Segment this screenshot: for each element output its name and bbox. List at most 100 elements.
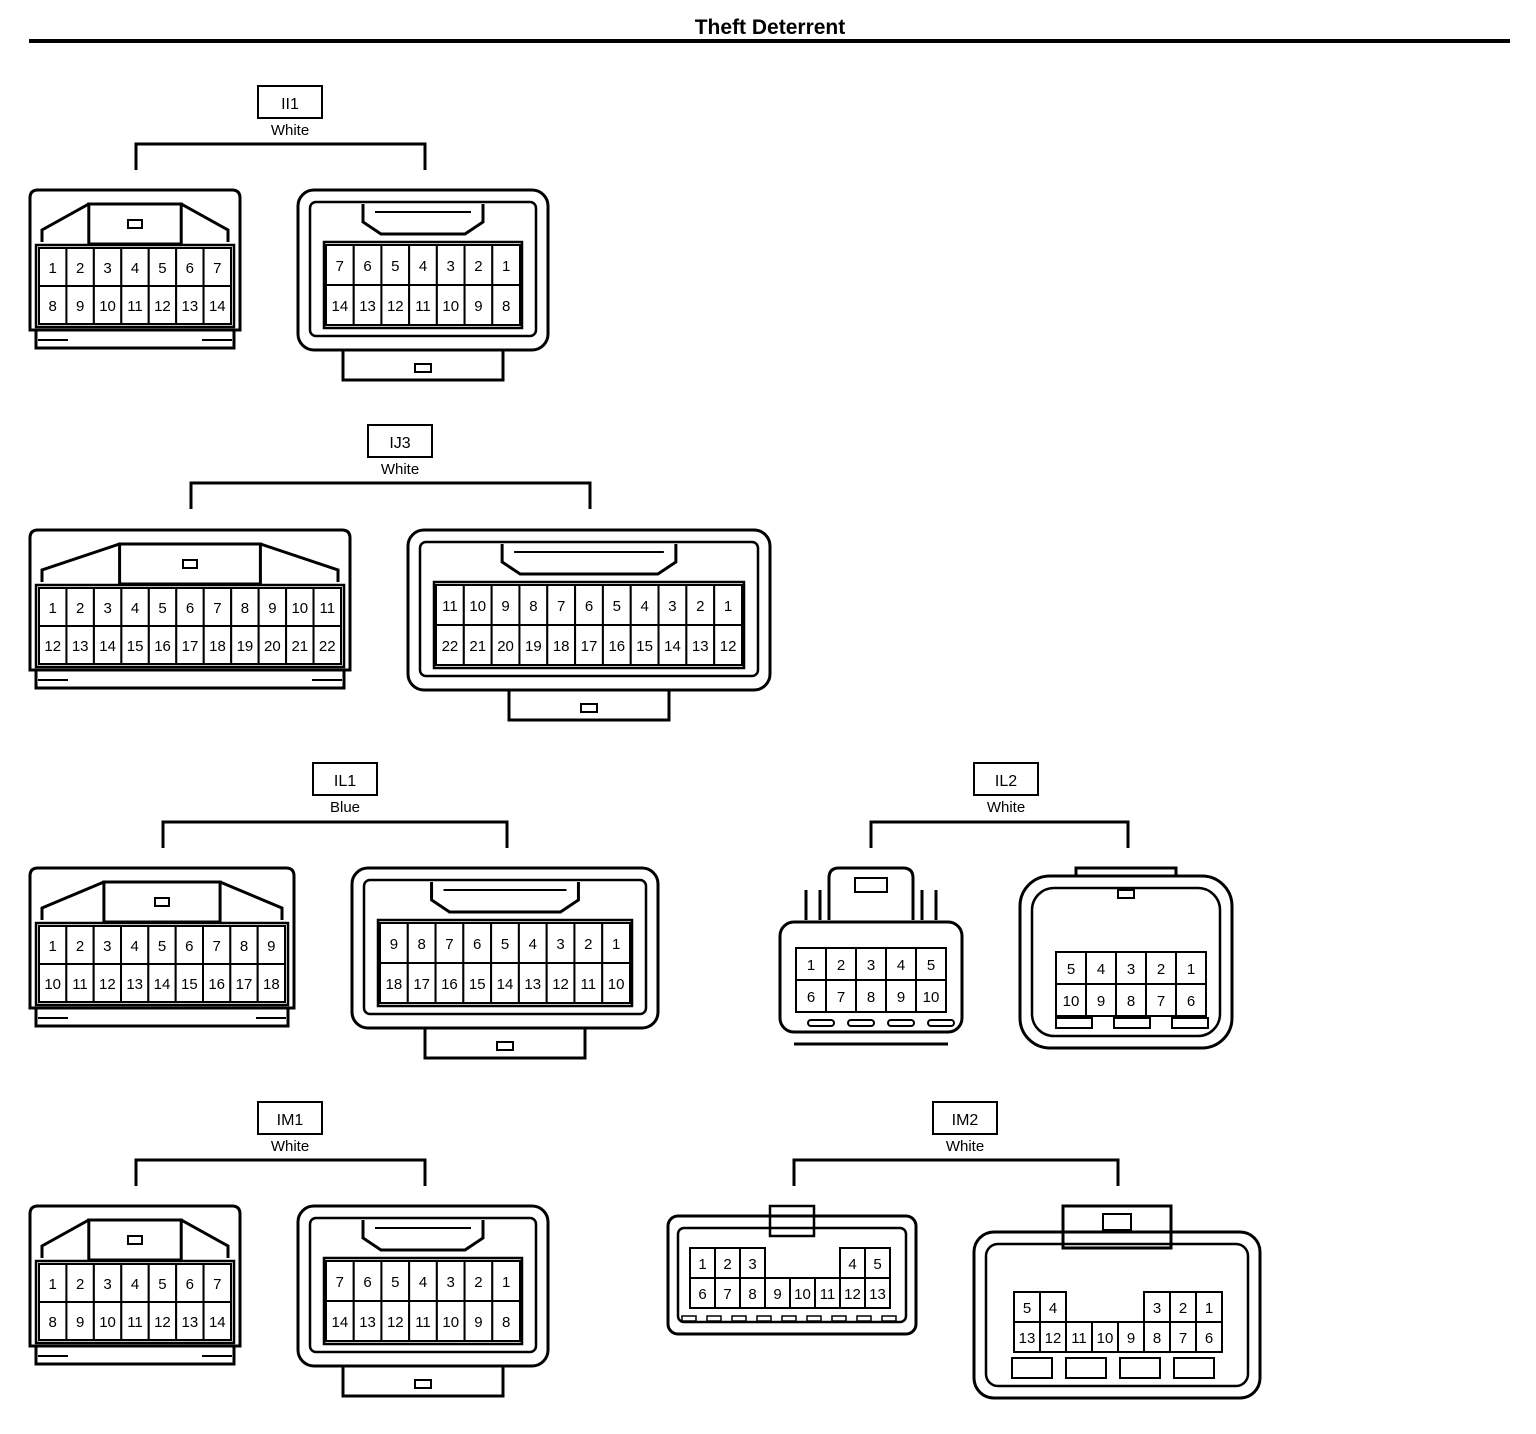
pin-cell — [65, 925, 95, 965]
pin-label: 10 — [794, 1286, 811, 1303]
pin-cell — [435, 244, 466, 286]
pin-label: 7 — [213, 1276, 221, 1293]
connector-bracket — [134, 1158, 427, 1186]
pin-label: 14 — [209, 1314, 226, 1331]
pin-label: 12 — [720, 638, 737, 655]
pin-label: 8 — [49, 298, 57, 315]
pin-label: 16 — [208, 976, 225, 993]
pin-cell — [38, 247, 68, 287]
pin-label: 9 — [897, 989, 905, 1006]
pin-label: 3 — [748, 1256, 756, 1273]
lock-tab — [768, 1204, 816, 1238]
pin-cell — [65, 1301, 95, 1341]
drain-slot — [681, 1315, 697, 1322]
pin-label: 3 — [1153, 1300, 1161, 1317]
pin-label: 7 — [213, 260, 221, 277]
housing-base — [34, 1344, 236, 1366]
pin-label: 14 — [497, 976, 514, 993]
drain-slot — [831, 1315, 847, 1322]
pin-label: 13 — [359, 298, 376, 315]
drain-slot — [731, 1315, 747, 1322]
lock-hood — [827, 866, 915, 920]
pin-cell — [202, 1301, 232, 1341]
pin-cell — [1195, 1321, 1223, 1353]
lock-ramp — [40, 202, 230, 242]
pin-label: 6 — [186, 260, 194, 277]
pin-cell — [573, 922, 604, 964]
pin-frame — [432, 580, 746, 670]
housing-inner — [418, 540, 760, 678]
pin-label: 9 — [76, 1314, 84, 1331]
terminal-slot — [1113, 1017, 1151, 1029]
bottom-latch — [507, 690, 671, 722]
pin-frame — [322, 240, 524, 330]
pin-label: 3 — [1127, 961, 1135, 978]
terminal-slot — [1011, 1357, 1053, 1379]
pin-label: 8 — [502, 1314, 510, 1331]
housing-inner — [308, 200, 538, 338]
connector-id: IJ3 — [389, 435, 410, 452]
pin-cell — [379, 962, 409, 1004]
pin-label: 4 — [848, 1256, 856, 1273]
pin-label: 6 — [585, 598, 593, 615]
connector-tag-box — [312, 762, 378, 796]
pin-cell — [202, 963, 232, 1003]
pin-label: 6 — [363, 258, 371, 275]
pin-cell — [1055, 951, 1087, 985]
pin-label: 14 — [664, 638, 681, 655]
guide-posts — [804, 890, 938, 920]
pin-frame — [376, 918, 634, 1008]
pin-label: 3 — [103, 938, 111, 955]
pin-cell — [434, 922, 465, 964]
housing-outer — [296, 1204, 550, 1368]
pin-label: 1 — [502, 258, 510, 275]
pin-label: 1 — [48, 938, 56, 955]
pin-label: 7 — [336, 1274, 344, 1291]
pin-cell — [147, 285, 178, 325]
housing-outer — [778, 920, 964, 1034]
lock-ramp — [361, 204, 485, 236]
pin-label: 22 — [442, 638, 459, 655]
housing-base — [34, 668, 346, 690]
terminal-slot — [1065, 1357, 1107, 1379]
pin-label: 15 — [469, 976, 486, 993]
pin-label: 9 — [1127, 1330, 1135, 1347]
pin-label: 6 — [185, 938, 193, 955]
pin-label: 12 — [154, 1314, 171, 1331]
pin-cell — [629, 624, 660, 666]
pin-label: 18 — [386, 976, 403, 993]
pin-label: 12 — [99, 976, 116, 993]
pin-cell — [120, 247, 150, 287]
lock-tab — [854, 877, 888, 893]
lock-ramp — [361, 1220, 485, 1252]
pin-label: 1 — [49, 260, 57, 277]
connector-bracket — [134, 142, 427, 170]
bottom-latch — [341, 1366, 505, 1398]
pin-cell — [312, 587, 342, 627]
connector-color: White — [946, 1138, 984, 1155]
housing-inner — [676, 1226, 908, 1324]
latch-tab — [414, 1379, 432, 1389]
pin-label: 9 — [474, 298, 482, 315]
pin-label: 6 — [473, 936, 481, 953]
pin-label: 11 — [415, 298, 431, 315]
pin-cell — [855, 979, 887, 1013]
pin-label: 1 — [724, 598, 732, 615]
pin-label: 2 — [76, 1276, 84, 1293]
pin-label: 3 — [103, 600, 111, 617]
pin-label: 5 — [1023, 1300, 1031, 1317]
pin-cell — [1013, 1291, 1041, 1323]
pin-label: 10 — [469, 598, 486, 615]
pin-label: 3 — [668, 598, 676, 615]
pin-cell — [864, 1277, 891, 1309]
drain-slot — [881, 1315, 897, 1322]
pin-label: 17 — [581, 638, 598, 655]
latch-tab — [496, 1041, 514, 1051]
